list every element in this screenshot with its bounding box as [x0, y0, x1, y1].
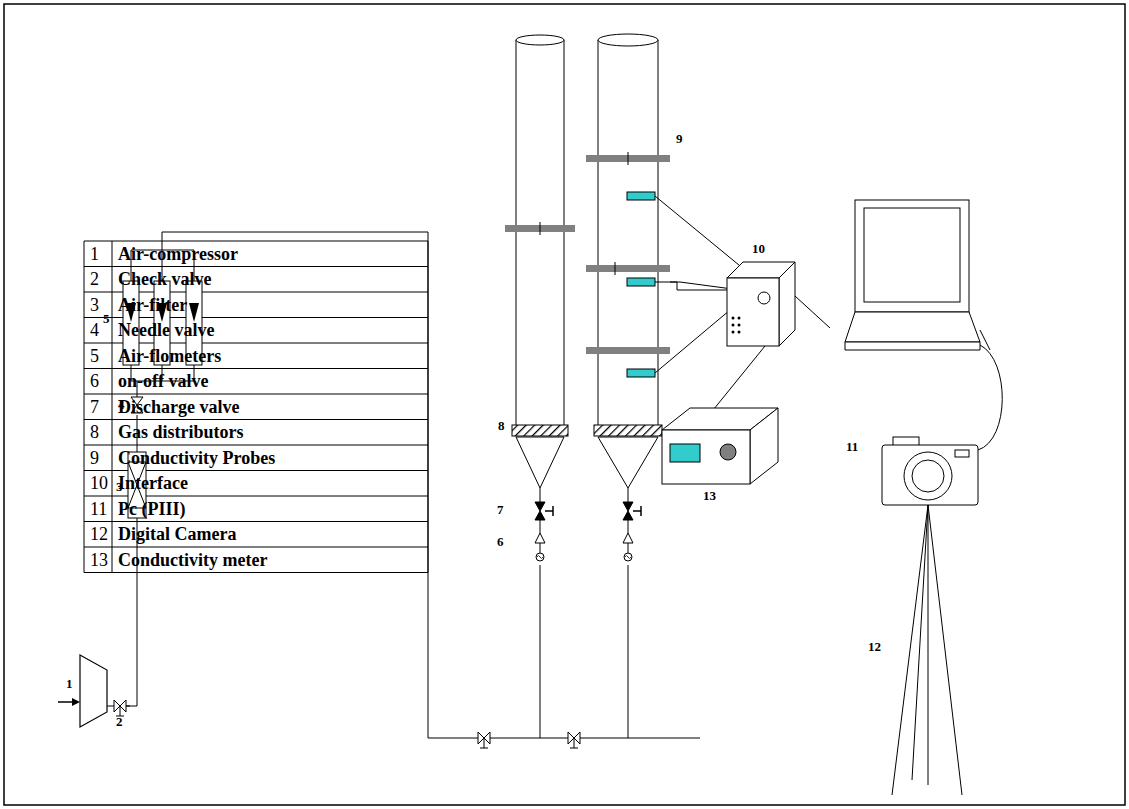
- callout-number: 2: [116, 715, 123, 728]
- callout-number: 10: [752, 242, 765, 255]
- table-cell: Needle valve: [118, 321, 214, 339]
- callout-number: 5: [103, 312, 110, 325]
- table-cell: Air-flometers: [118, 347, 221, 365]
- table-rule: [84, 419, 428, 420]
- table-rule: [84, 572, 428, 573]
- table-rule: [84, 241, 85, 573]
- table-cell: 12: [90, 525, 108, 543]
- callout-number: 7: [497, 503, 504, 516]
- table-cell: Air-filter: [118, 296, 187, 314]
- table-rule: [84, 241, 428, 242]
- table-cell: Interface: [118, 474, 188, 492]
- table-rule: [84, 368, 428, 369]
- table-rule: [84, 547, 428, 548]
- table-cell: 9: [90, 449, 99, 467]
- table-rule: [112, 241, 113, 573]
- callout-number: 8: [498, 419, 505, 432]
- table-cell: 11: [90, 500, 107, 518]
- table-cell: 8: [90, 423, 99, 441]
- table-cell: Gas distributors: [118, 423, 244, 441]
- callout-number: 4: [118, 398, 125, 411]
- table-cell: 1: [90, 245, 99, 263]
- callout-number: 12: [868, 640, 881, 653]
- table-cell: Conductivity meter: [118, 551, 267, 569]
- table-rule: [84, 394, 428, 395]
- callout-number: 3: [116, 480, 123, 493]
- table-cell: 2: [90, 270, 99, 288]
- callout-number: 9: [676, 132, 683, 145]
- callout-number: 13: [703, 489, 716, 502]
- callout-number: 1: [66, 677, 73, 690]
- table-rule: [84, 521, 428, 522]
- table-cell: on-off valve: [118, 372, 208, 390]
- table-cell: Discharge valve: [118, 398, 239, 416]
- table-cell: Air-compressor: [118, 245, 238, 263]
- callout-number: 11: [846, 440, 858, 453]
- table-cell: Conductivity Probes: [118, 449, 275, 467]
- callout-number: 6: [497, 535, 504, 548]
- table-cell: 3: [90, 296, 99, 314]
- table-cell: 6: [90, 372, 99, 390]
- table-rule: [84, 445, 428, 446]
- table-cell: Check valve: [118, 270, 212, 288]
- table-cell: 13: [90, 551, 108, 569]
- table-cell: 10: [90, 474, 108, 492]
- table-cell: Pc (PIII): [118, 500, 185, 518]
- table-cell: 7: [90, 398, 99, 416]
- table-cell: 5: [90, 347, 99, 365]
- table-cell: 4: [90, 321, 99, 339]
- table-rule: [84, 266, 428, 267]
- table-cell: Digital Camera: [118, 525, 236, 543]
